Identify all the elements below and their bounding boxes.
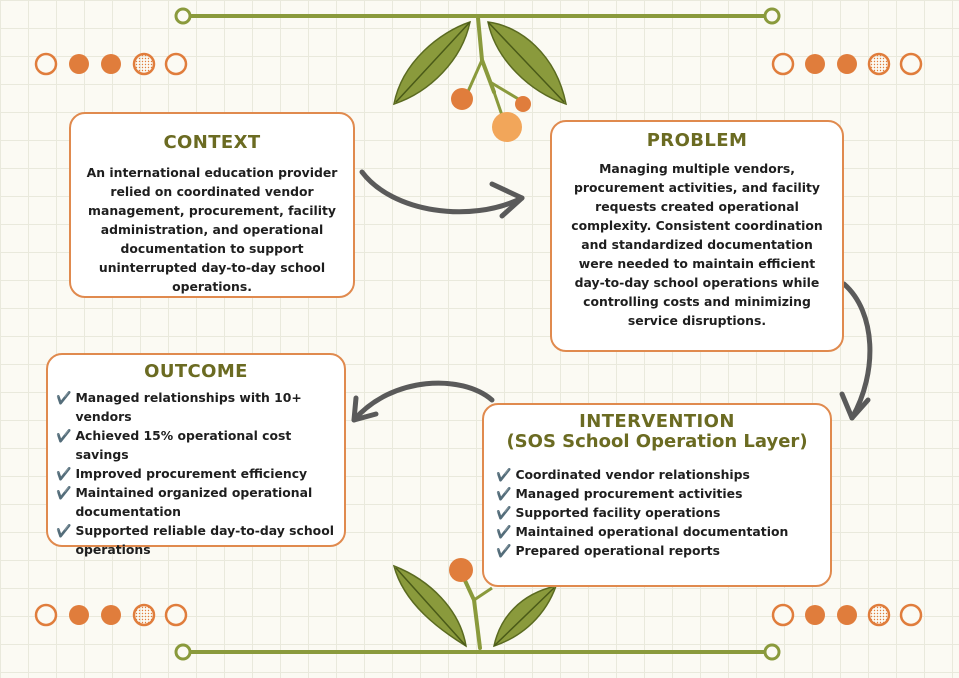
list-item-text: Maintained organized operational documen… bbox=[75, 485, 313, 519]
dots-bottom-right bbox=[771, 603, 923, 627]
context-body: An international education provider reli… bbox=[86, 165, 338, 294]
intervention-list: ✔️Coordinated vendor relationships ✔️Man… bbox=[496, 465, 818, 560]
intervention-title: INTERVENTION bbox=[579, 411, 735, 432]
list-item-text: Improved procurement efficiency bbox=[75, 466, 308, 481]
list-item-text: Achieved 15% operational cost savings bbox=[75, 428, 292, 462]
intervention-card: INTERVENTION (SOS School Operation Layer… bbox=[482, 403, 832, 587]
arrow-intervention-to-outcome bbox=[351, 380, 495, 423]
list-item: ✔️Managed procurement activities bbox=[496, 484, 818, 503]
problem-card: PROBLEM Managing multiple vendors, procu… bbox=[550, 120, 844, 352]
check-icon: ✔️ bbox=[496, 505, 512, 520]
dots-top-left bbox=[34, 52, 188, 76]
dots-top-right bbox=[771, 52, 923, 76]
arrow-problem-to-intervention bbox=[839, 281, 873, 421]
outcome-list: ✔️Managed relationships with 10+ vendors… bbox=[56, 388, 336, 559]
list-item: ✔️Maintained organized operational docum… bbox=[56, 483, 336, 521]
list-item-text: Coordinated vendor relationships bbox=[515, 467, 750, 482]
problem-title: PROBLEM bbox=[646, 130, 748, 151]
context-card: CONTEXT An international education provi… bbox=[69, 112, 355, 298]
check-icon: ✔️ bbox=[496, 486, 512, 501]
list-item-text: Prepared operational reports bbox=[515, 543, 720, 558]
top-branch-illustration bbox=[393, 16, 567, 142]
list-item: ✔️Maintained operational documentation bbox=[496, 522, 818, 541]
check-icon: ✔️ bbox=[56, 485, 72, 500]
context-title: CONTEXT bbox=[163, 132, 261, 153]
arrow-context-to-problem bbox=[359, 169, 525, 219]
top-rod bbox=[174, 7, 781, 25]
list-item-text: Managed relationships with 10+ vendors bbox=[75, 390, 302, 424]
list-item-text: Supported facility operations bbox=[515, 505, 721, 520]
list-item-text: Supported reliable day-to-day school ope… bbox=[75, 523, 334, 557]
list-item: ✔️Managed relationships with 10+ vendors bbox=[56, 388, 336, 426]
list-item: ✔️Achieved 15% operational cost savings bbox=[56, 426, 336, 464]
bottom-branch-illustration bbox=[392, 558, 558, 650]
list-item: ✔️Supported reliable day-to-day school o… bbox=[56, 521, 336, 559]
check-icon: ✔️ bbox=[56, 466, 72, 481]
problem-body: Managing multiple vendors, procurement a… bbox=[571, 161, 823, 328]
list-item: ✔️Prepared operational reports bbox=[496, 541, 818, 560]
check-icon: ✔️ bbox=[56, 523, 72, 538]
check-icon: ✔️ bbox=[496, 543, 512, 558]
check-icon: ✔️ bbox=[496, 524, 512, 539]
check-icon: ✔️ bbox=[56, 390, 72, 405]
intervention-subtitle: (SOS School Operation Layer) bbox=[506, 431, 808, 452]
list-item-text: Managed procurement activities bbox=[515, 486, 743, 501]
check-icon: ✔️ bbox=[496, 467, 512, 482]
list-item-text: Maintained operational documentation bbox=[515, 524, 789, 539]
list-item: ✔️Supported facility operations bbox=[496, 503, 818, 522]
outcome-title: OUTCOME bbox=[144, 361, 248, 382]
outcome-card: OUTCOME ✔️Managed relationships with 10+… bbox=[46, 353, 346, 557]
dots-bottom-left bbox=[34, 603, 188, 627]
check-icon: ✔️ bbox=[56, 428, 72, 443]
list-item: ✔️Improved procurement efficiency bbox=[56, 464, 336, 483]
list-item: ✔️Coordinated vendor relationships bbox=[496, 465, 818, 484]
bottom-rod bbox=[174, 643, 781, 661]
